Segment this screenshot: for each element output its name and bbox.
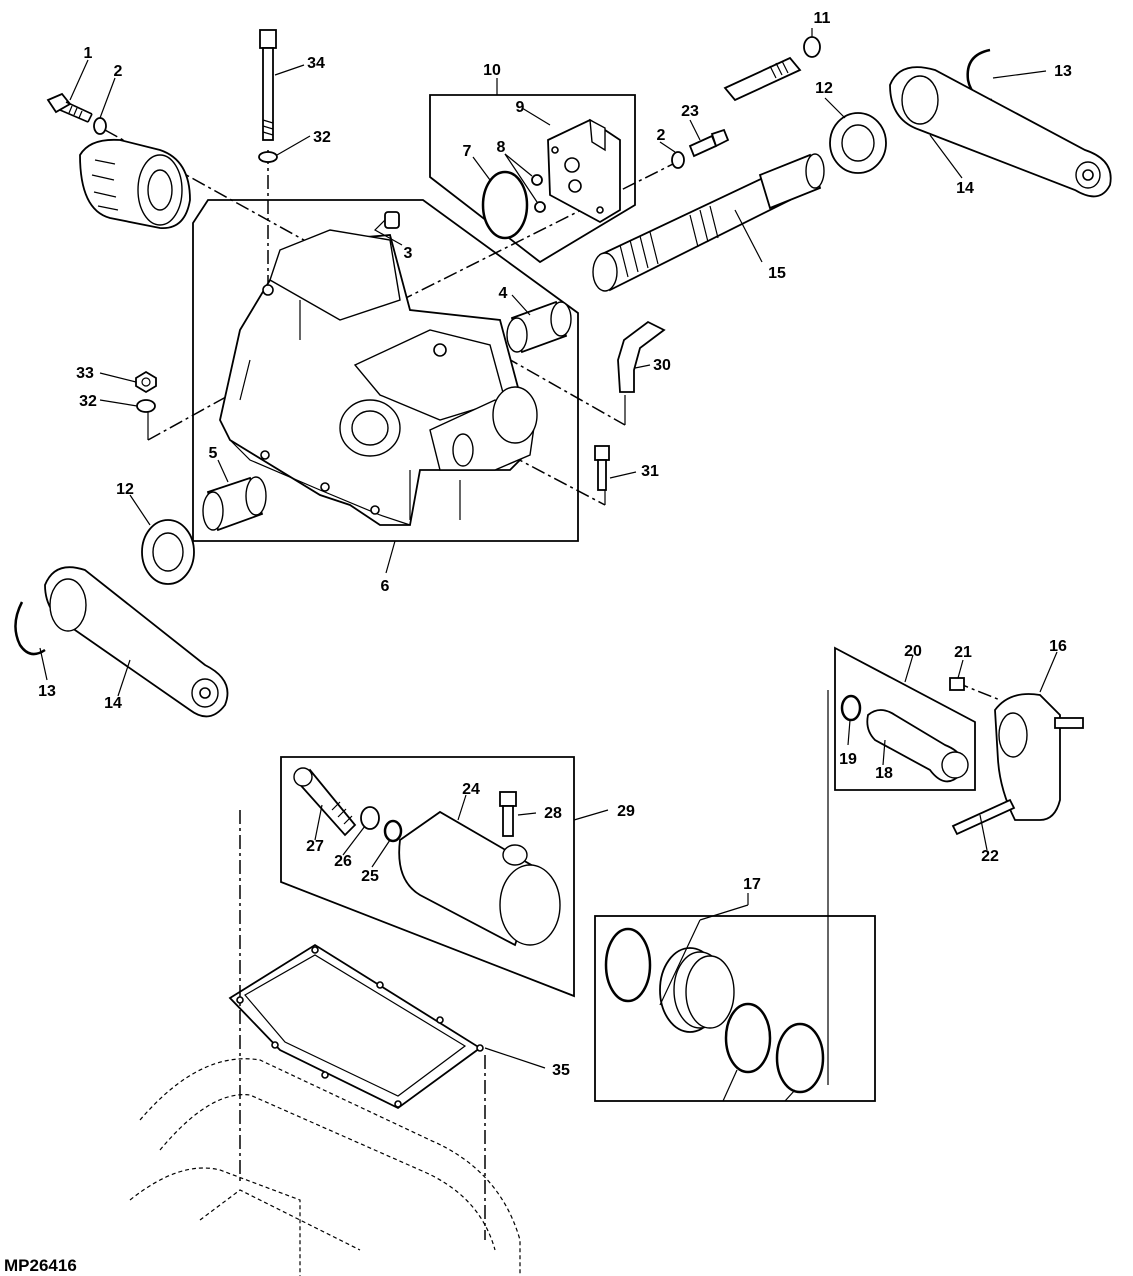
part-30-tube	[617, 320, 666, 393]
group-box-6	[192, 199, 579, 542]
part-15-shaft	[592, 153, 825, 292]
callout-20: 20	[904, 643, 922, 660]
callout-22: 22	[981, 848, 999, 865]
part-17-piston-rings	[659, 947, 735, 1033]
callout-35: 35	[552, 1062, 570, 1079]
callout-31: 31	[641, 463, 659, 480]
part-18-piston	[866, 709, 969, 783]
callout-6: 6	[381, 578, 390, 595]
callout-12a: 12	[815, 80, 833, 97]
part-3-plug	[384, 211, 400, 229]
group-box-10	[429, 94, 636, 264]
callout-15: 15	[768, 265, 786, 282]
part-14-arm-upper	[889, 66, 1112, 198]
part-9-cover	[547, 118, 621, 224]
callout-27: 27	[306, 838, 324, 855]
part-4-bushing	[506, 300, 572, 354]
part-17-ring-a	[604, 927, 652, 1003]
part-35-gasket	[228, 943, 484, 1110]
part-8-o-ring-b	[534, 201, 546, 213]
callout-2: 2	[114, 63, 123, 80]
callout-32b: 32	[79, 393, 97, 410]
callout-4: 4	[499, 285, 508, 302]
callout-23: 23	[681, 103, 699, 120]
part-34-long-bolt	[259, 29, 277, 141]
group-box-20	[834, 646, 976, 791]
callout-33: 33	[76, 365, 94, 382]
callout-16: 16	[1049, 638, 1067, 655]
part-32-washer-left	[136, 399, 156, 413]
leader-lines	[39, 28, 1058, 1102]
part-2-washer-left	[93, 117, 107, 135]
part-1-bolt	[46, 92, 93, 123]
callout-18: 18	[875, 765, 893, 782]
callout-29: 29	[617, 803, 635, 820]
part-7-o-ring	[481, 170, 529, 240]
callout-3: 3	[404, 245, 413, 262]
callout-1: 1	[84, 45, 93, 62]
callout-14b: 14	[104, 695, 122, 712]
part-26-washer	[360, 806, 380, 830]
callout-8: 8	[497, 139, 506, 156]
part-14-arm-lower	[44, 566, 229, 718]
part-12-seal-lower	[141, 519, 195, 585]
callout-28: 28	[544, 805, 562, 822]
callout-30: 30	[653, 357, 671, 374]
part-17-ring-c	[775, 1022, 825, 1094]
part-2-washer-right	[671, 151, 685, 169]
part-19-o-ring	[840, 694, 862, 722]
transmission-case-sketch	[129, 1058, 521, 1276]
callout-2b: 2	[657, 127, 666, 144]
callout-32: 32	[313, 129, 331, 146]
callout-5: 5	[209, 445, 218, 462]
callout-21: 21	[954, 644, 972, 661]
part-24-cylinder	[398, 810, 561, 947]
part-33-nut	[135, 370, 157, 394]
callout-13a: 13	[1054, 63, 1072, 80]
part-16-lever	[994, 693, 1084, 821]
part-22-pin	[951, 798, 1016, 836]
part-23-bolt	[688, 128, 730, 158]
part-32-washer-top	[258, 151, 278, 163]
part-25-o-ring	[383, 819, 403, 843]
callout-34: 34	[307, 55, 325, 72]
part-11-o-ring	[803, 36, 821, 58]
callout-11: 11	[814, 10, 831, 27]
coupling-housing-left	[79, 138, 191, 229]
part-13-snap-ring-lower	[14, 601, 46, 656]
part-5-bushing	[202, 476, 267, 532]
callout-17: 17	[743, 876, 761, 893]
callout-14a: 14	[956, 180, 974, 197]
part-17-ring-b	[724, 1002, 772, 1074]
group-box-17	[594, 915, 876, 1102]
callout-labels: 1 2 34 32 10 9 11 7 8 2 23 12 13 14 3 4 …	[38, 10, 1072, 1079]
part-21-set-screw	[949, 677, 965, 691]
callout-24: 24	[462, 781, 480, 798]
part-6-main-housing	[219, 229, 538, 526]
group-box-29	[280, 756, 575, 998]
part-31-bolt	[594, 445, 610, 491]
callout-13b: 13	[38, 683, 56, 700]
callout-19: 19	[839, 751, 857, 768]
part-12-seal-upper	[829, 112, 887, 174]
figure-id: MP26416	[4, 1256, 77, 1275]
valve-spool	[723, 56, 802, 102]
callout-12b: 12	[116, 481, 134, 498]
callout-25: 25	[361, 868, 379, 885]
callout-26: 26	[334, 853, 352, 870]
part-27-plunger	[293, 767, 357, 837]
callout-7: 7	[463, 143, 472, 160]
part-8-o-ring-a	[531, 174, 543, 186]
callout-9: 9	[516, 99, 525, 116]
callout-10: 10	[483, 62, 501, 79]
part-28-bolt	[499, 791, 517, 837]
